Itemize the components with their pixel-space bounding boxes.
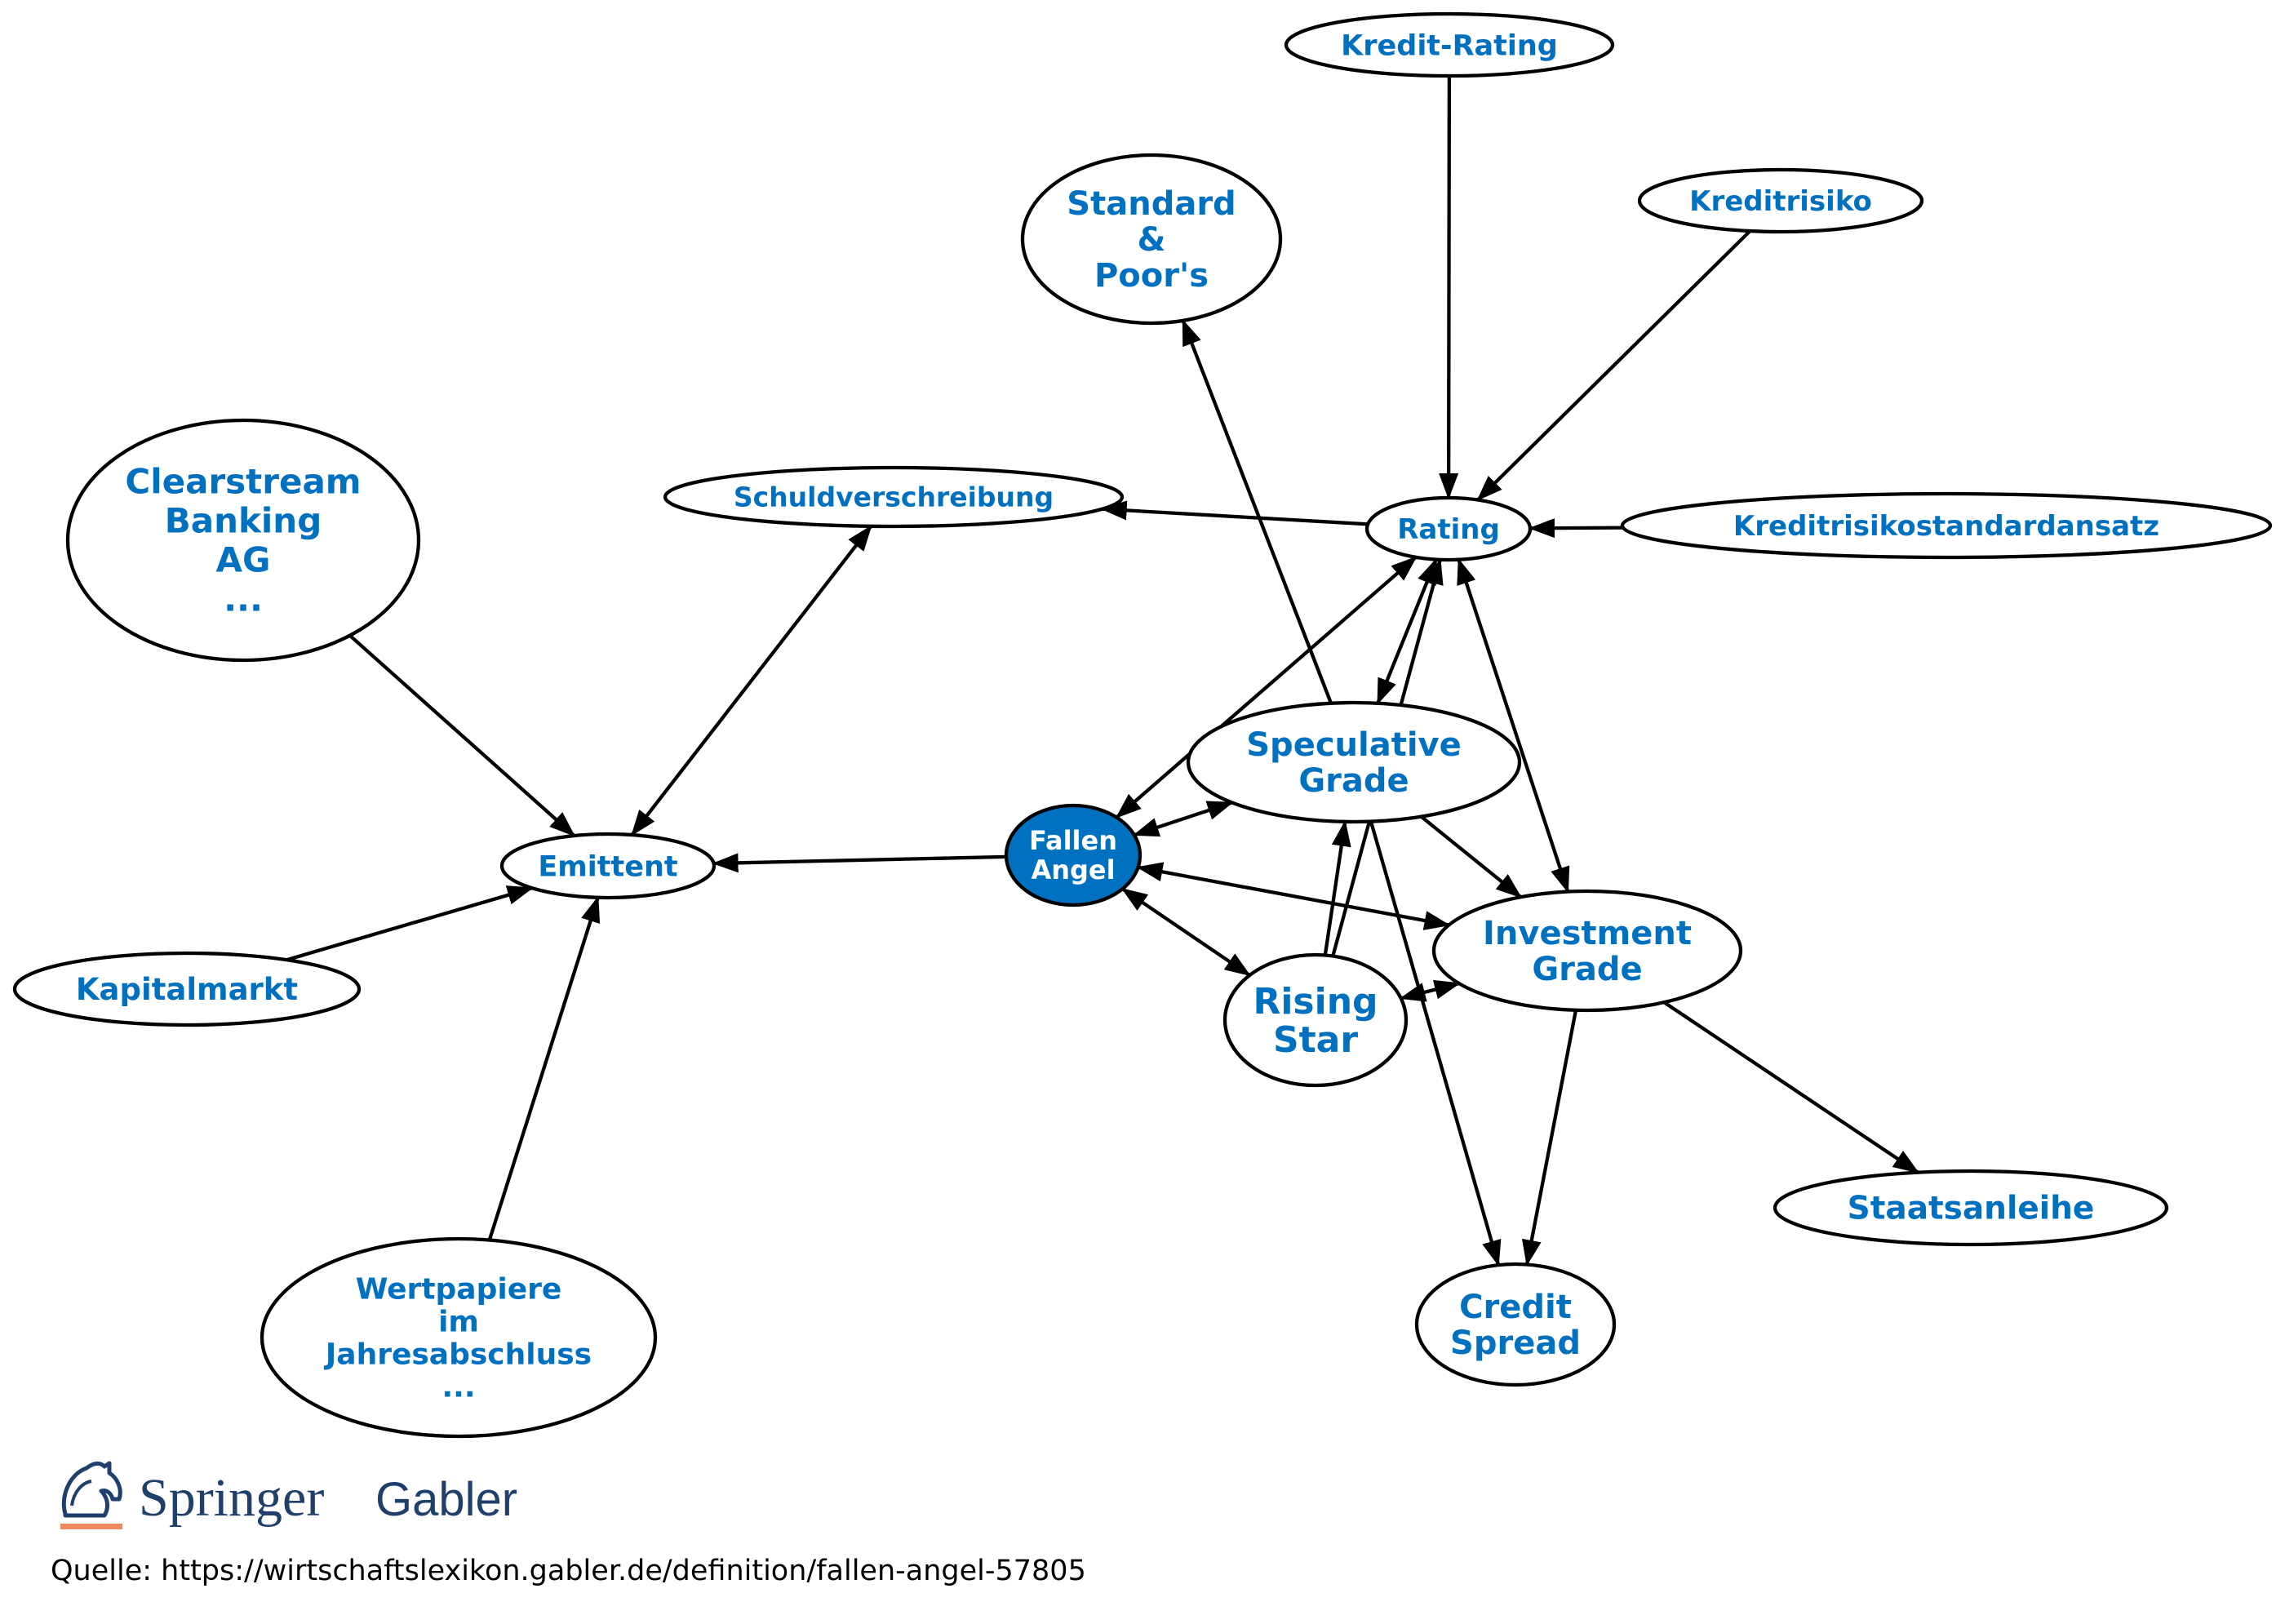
source-caption: Quelle: https://wirtschaftslexikon.gable… bbox=[51, 1555, 1086, 1587]
node-label-wertpapiere: Wertpapiere bbox=[356, 1273, 562, 1307]
edge-fallen-angel-speculative-grade bbox=[1133, 801, 1234, 837]
edge-rating-fallen-angel bbox=[1115, 556, 1418, 819]
edge-kapitalmarkt-emittent bbox=[286, 885, 534, 962]
node-label-standard-poors: Poor's bbox=[1094, 257, 1209, 295]
edge-investment-grade-credit-spread bbox=[1521, 1009, 1578, 1267]
node-ellipse-staatsanleihe[interactable] bbox=[1773, 1169, 2169, 1247]
springer-gabler-logo: Springer Gabler bbox=[60, 1461, 517, 1529]
edge-investment-grade-staatsanleihe bbox=[1663, 1001, 1919, 1174]
node-ellipse-schuldverschreibung[interactable] bbox=[663, 465, 1125, 529]
node-label-speculative-grade: Speculative bbox=[1246, 726, 1462, 764]
springer-horse-icon bbox=[60, 1461, 122, 1529]
nodes-layer: Kredit-RatingStandard&Poor'sKreditrisiko… bbox=[12, 11, 2273, 1439]
edge-fallen-angel-rising-star bbox=[1120, 887, 1251, 977]
node-label-standard-poors: & bbox=[1138, 221, 1166, 259]
edge-rating-investment-grade bbox=[1457, 557, 1570, 894]
edge-rating-schuldverschreibung bbox=[1100, 500, 1369, 526]
node-label-clearstream: AG bbox=[216, 540, 271, 580]
edge-rising-star-investment-grade bbox=[1399, 979, 1461, 1002]
edge-clearstream-emittent bbox=[348, 634, 576, 837]
node-ellipse-emittent[interactable] bbox=[499, 832, 717, 900]
node-label-wertpapiere: ... bbox=[441, 1371, 475, 1404]
node-label-schuldverschreibung: Schuldverschreibung bbox=[734, 481, 1054, 513]
node-label-investment-grade: Investment bbox=[1483, 915, 1692, 952]
node-ellipse-rating[interactable] bbox=[1364, 495, 1533, 562]
edge-schuldverschreibung-emittent bbox=[630, 525, 872, 836]
node-emittent[interactable]: Emittent bbox=[499, 832, 717, 900]
node-label-investment-grade: Grade bbox=[1532, 951, 1642, 988]
node-label-wertpapiere: im bbox=[438, 1306, 479, 1339]
node-standard-poors[interactable]: Standard&Poor's bbox=[1020, 153, 1283, 326]
node-label-rating: Rating bbox=[1397, 513, 1500, 546]
node-label-rising-star: Rising bbox=[1253, 981, 1378, 1023]
node-label-emittent: Emittent bbox=[538, 850, 677, 883]
node-label-clearstream: Banking bbox=[165, 501, 322, 541]
node-label-kapitalmarkt: Kapitalmarkt bbox=[76, 972, 298, 1007]
edges-layer bbox=[286, 75, 1919, 1267]
node-label-speculative-grade: Grade bbox=[1298, 762, 1409, 800]
logo-springer-text: Springer bbox=[139, 1468, 324, 1528]
edge-rising-star-speculative-grade bbox=[1323, 819, 1351, 956]
node-ellipse-kreditrisikostandardansatz[interactable] bbox=[1620, 491, 2273, 560]
node-ellipse-wertpapiere[interactable] bbox=[260, 1236, 658, 1439]
edge-fallen-angel-emittent bbox=[712, 853, 1007, 873]
node-staatsanleihe[interactable]: Staatsanleihe bbox=[1773, 1169, 2169, 1247]
node-label-wertpapiere: Jahresabschluss bbox=[323, 1338, 592, 1372]
node-ellipse-kreditrisiko[interactable] bbox=[1637, 167, 1924, 234]
node-schuldverschreibung[interactable]: Schuldverschreibung bbox=[663, 465, 1125, 529]
edge-kreditrisikostandardansatz-rating bbox=[1529, 518, 1623, 539]
edge-speculative-grade-credit-spread bbox=[1369, 821, 1502, 1267]
node-label-standard-poors: Standard bbox=[1067, 185, 1236, 223]
node-label-fallen-angel: Angel bbox=[1031, 854, 1115, 885]
node-ellipse-credit-spread[interactable] bbox=[1414, 1262, 1617, 1387]
logo-gabler-text: Gabler bbox=[375, 1473, 517, 1526]
node-label-kreditrisiko: Kreditrisiko bbox=[1689, 185, 1872, 218]
node-label-credit-spread: Spread bbox=[1450, 1324, 1581, 1362]
node-ellipse-clearstream[interactable] bbox=[65, 418, 421, 663]
node-wertpapiere[interactable]: WertpapiereimJahresabschluss... bbox=[260, 1236, 658, 1439]
node-label-fallen-angel: Fallen bbox=[1029, 825, 1117, 856]
node-ellipse-rising-star[interactable] bbox=[1222, 952, 1409, 1088]
node-ellipse-kredit-rating[interactable] bbox=[1284, 11, 1615, 78]
node-ellipse-fallen-angel[interactable] bbox=[1004, 803, 1142, 907]
node-kreditrisikostandardansatz[interactable]: Kreditrisikostandardansatz bbox=[1620, 491, 2273, 560]
node-label-kreditrisikostandardansatz: Kreditrisikostandardansatz bbox=[1733, 510, 2159, 543]
node-label-credit-spread: Credit bbox=[1459, 1289, 1572, 1326]
node-kapitalmarkt[interactable]: Kapitalmarkt bbox=[12, 951, 362, 1027]
node-kredit-rating[interactable]: Kredit-Rating bbox=[1284, 11, 1615, 78]
edge-wertpapiere-emittent bbox=[487, 895, 601, 1241]
node-ellipse-speculative-grade[interactable] bbox=[1186, 700, 1522, 824]
node-rating[interactable]: Rating bbox=[1364, 495, 1533, 562]
edge-kreditrisiko-rating bbox=[1476, 229, 1751, 502]
node-label-staatsanleihe: Staatsanleihe bbox=[1848, 1191, 2095, 1227]
node-ellipse-kapitalmarkt[interactable] bbox=[12, 951, 362, 1027]
node-kreditrisiko[interactable]: Kreditrisiko bbox=[1637, 167, 1924, 234]
edge-fallen-angel-investment-grade bbox=[1136, 862, 1451, 930]
node-clearstream[interactable]: ClearstreamBankingAG... bbox=[65, 418, 421, 663]
node-ellipse-standard-poors[interactable] bbox=[1020, 153, 1283, 326]
node-label-kredit-rating: Kredit-Rating bbox=[1341, 29, 1558, 62]
node-label-clearstream: Clearstream bbox=[125, 462, 361, 502]
node-label-rising-star: Star bbox=[1273, 1019, 1358, 1061]
node-label-clearstream: ... bbox=[224, 579, 263, 619]
node-ellipse-investment-grade[interactable] bbox=[1431, 889, 1743, 1013]
edge-speculative-grade-standard-poors bbox=[1181, 319, 1333, 704]
edge-speculative-grade-investment-grade bbox=[1420, 815, 1523, 899]
